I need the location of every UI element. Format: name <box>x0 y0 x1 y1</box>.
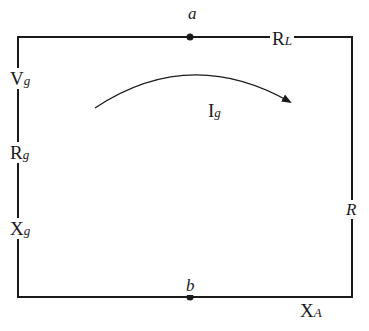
circuit-label: Ig <box>206 100 223 121</box>
circuit-label: a <box>186 4 199 23</box>
current-arrow <box>95 75 290 108</box>
circuit-loop <box>18 37 352 297</box>
circuit-label: XA <box>298 300 324 321</box>
circuit-label: Xg <box>8 218 32 239</box>
circuit-label: Rg <box>8 142 31 163</box>
circuit-label: b <box>184 276 197 295</box>
circuit-label: Vg <box>8 68 32 89</box>
terminal-dot <box>187 34 194 41</box>
circuit-label: RL <box>270 28 294 49</box>
circuit-label: R <box>344 200 358 219</box>
